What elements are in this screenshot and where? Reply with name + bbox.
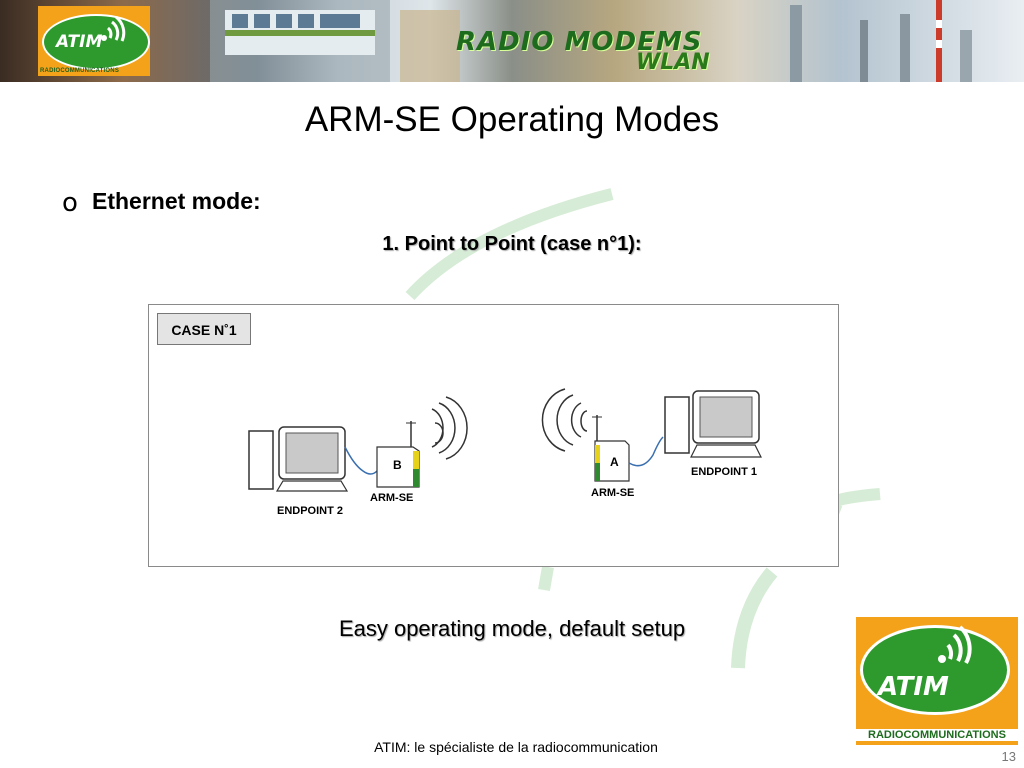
banner-logo: ATIM RADIOCOMMUNICATIONS	[38, 6, 150, 76]
slide-title: ARM-SE Operating Modes	[304, 100, 720, 139]
bullet-circle-icon: o	[62, 188, 78, 218]
network-diagram: CASE N˚1	[148, 304, 839, 567]
atim-logo-text: ATIM	[878, 672, 949, 702]
banner-logo-text: ATIM	[56, 32, 103, 52]
device-b-letter: B	[393, 458, 402, 472]
arm-se-device-a-icon	[592, 415, 630, 482]
radio-waves-icon	[101, 16, 126, 42]
arm-se-device-b-icon	[376, 421, 420, 488]
cable-right	[628, 436, 664, 467]
footer-text: ATIM: le spécialiste de la radiocommunic…	[374, 739, 658, 755]
bullet-ethernet-mode: Ethernet mode:	[92, 188, 261, 214]
banner-subtitle: WLAN	[636, 50, 710, 75]
banner-logo-ellipse	[42, 14, 150, 70]
radio-waves-right-icon	[431, 396, 468, 460]
endpoint-2-label: ENDPOINT 2	[277, 505, 343, 517]
logo-radio-waves-icon	[938, 625, 972, 664]
page-number: 13	[1001, 749, 1016, 764]
atim-logo: ATIM RADIOCOMMUNICATIONS	[856, 617, 1018, 745]
slide-caption: Easy operating mode, default setup	[338, 616, 686, 641]
header-banner: ATIM RADIOCOMMUNICATIONS RADIO MODEMS WL…	[0, 0, 1024, 82]
case-label: CASE N˚1	[157, 313, 251, 345]
endpoint-1-computer-icon	[664, 390, 762, 458]
endpoint-2-computer-icon	[248, 426, 349, 492]
atim-logo-subtext: RADIOCOMMUNICATIONS	[856, 729, 1018, 741]
device-b-label: ARM-SE	[370, 492, 413, 504]
atim-logo-ellipse	[860, 625, 1010, 715]
banner-photo-collage	[210, 0, 972, 82]
device-a-letter: A	[610, 455, 619, 469]
radio-waves-left-icon	[541, 388, 588, 452]
diagram-drawing: B A ARM-SE ARM-SE ENDPOINT 2 ENDPOINT 1	[248, 388, 762, 517]
device-a-label: ARM-SE	[591, 487, 634, 499]
banner-logo-subtext: RADIOCOMMUNICATIONS	[40, 68, 120, 74]
cable-left	[344, 446, 378, 475]
section-subheading: 1. Point to Point (case n°1):	[382, 233, 642, 255]
banner-title: RADIO MODEMS	[456, 27, 703, 57]
endpoint-1-label: ENDPOINT 1	[691, 466, 757, 478]
